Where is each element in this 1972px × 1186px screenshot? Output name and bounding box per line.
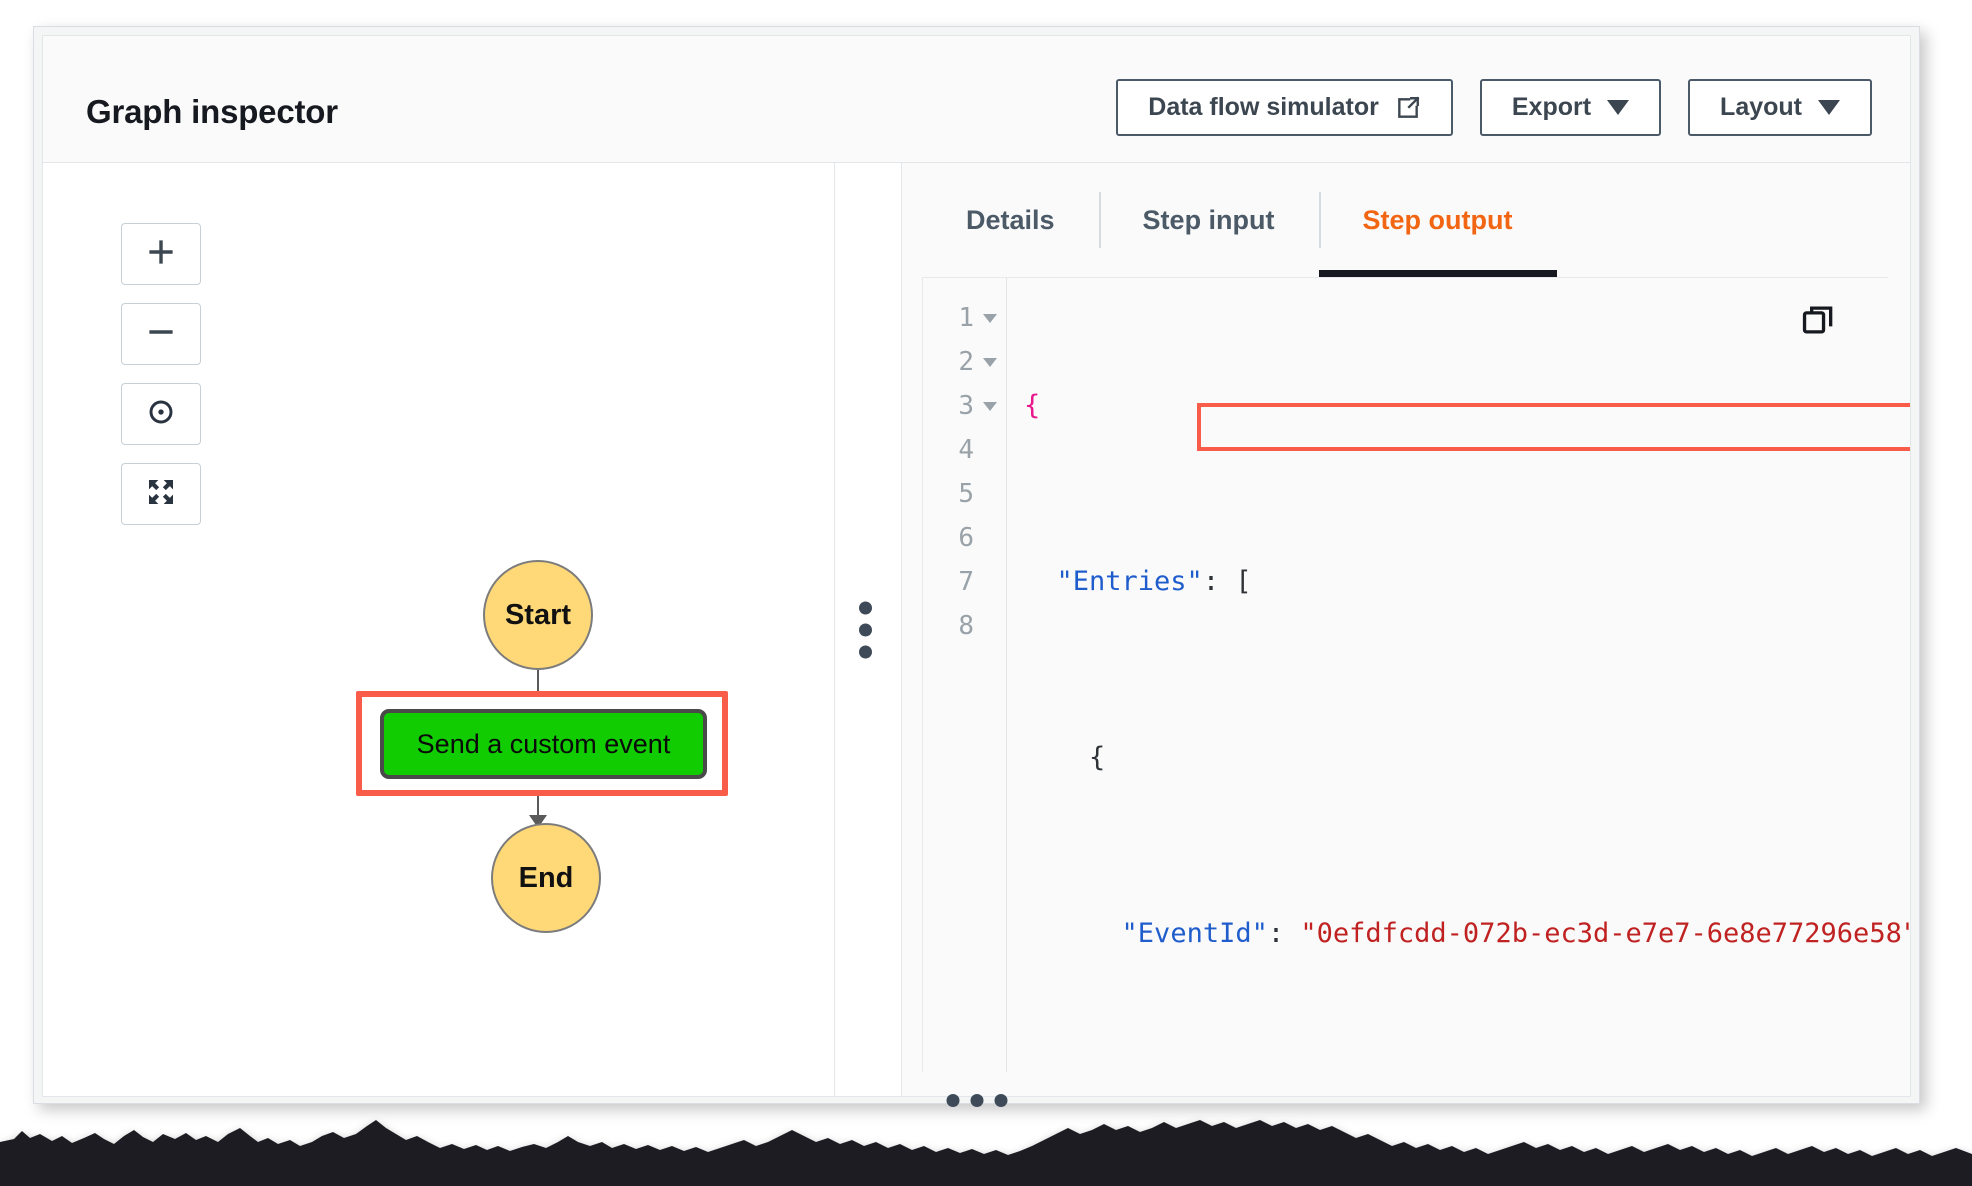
panel-splitter[interactable] — [835, 163, 902, 1096]
line-number-row: 1 — [923, 296, 1006, 340]
code-token-brace: } — [1089, 1094, 1105, 1096]
line-number: 6 — [958, 523, 974, 553]
code-token-punct: : — [1267, 918, 1301, 949]
graph-inspector-card: Graph inspector Data flow simulator — [42, 35, 1911, 1097]
tab-details-label: Details — [966, 204, 1055, 235]
code-line-4: "EventId": "0efdfcdd-072b-ec3d-e7e7-6e8e… — [1024, 912, 1910, 956]
fold-arrow-icon[interactable] — [983, 313, 997, 323]
tab-step-output[interactable]: Step output — [1318, 163, 1557, 277]
fold-arrow-icon[interactable] — [983, 357, 997, 367]
line-number: 8 — [958, 611, 974, 641]
graph-panel: Start Send a custom event End — [43, 163, 835, 1096]
data-flow-simulator-label: Data flow simulator — [1148, 93, 1379, 121]
graph-node-start[interactable]: Start — [483, 560, 593, 670]
detail-tabs: Details Step input Step output — [902, 163, 1910, 277]
external-link-icon — [1395, 95, 1421, 121]
splitter-drag-handle[interactable] — [859, 601, 872, 658]
page-title: Graph inspector — [86, 93, 338, 130]
code-viewer: 1 2 3 — [922, 277, 1910, 1096]
tab-step-output-label: Step output — [1362, 204, 1513, 235]
plus-icon — [144, 235, 178, 274]
line-number-row: 8 — [923, 604, 1006, 648]
graph-node-task-label: Send a custom event — [416, 728, 671, 759]
zoom-in-button[interactable] — [121, 223, 201, 285]
detail-panel: Details Step input Step output — [902, 163, 1910, 1096]
handle-dot — [859, 623, 872, 636]
data-flow-simulator-button[interactable]: Data flow simulator — [1116, 79, 1453, 136]
center-graph-button[interactable] — [121, 383, 201, 445]
line-number-row: 7 — [923, 560, 1006, 604]
graph-node-task[interactable]: Send a custom event — [380, 709, 707, 779]
copy-icon[interactable] — [1796, 298, 1840, 342]
layout-button[interactable]: Layout — [1688, 79, 1872, 136]
line-number-row: 6 — [923, 516, 1006, 560]
edge-task-to-end — [537, 779, 539, 827]
graph-node-end-label: End — [518, 861, 574, 894]
handle-dot — [946, 1094, 959, 1107]
graph-canvas[interactable]: Start Send a custom event End — [43, 163, 834, 1096]
fit-to-screen-button[interactable] — [121, 463, 201, 525]
handle-dot — [859, 601, 872, 614]
chevron-down-icon — [1607, 100, 1630, 115]
line-number: 3 — [958, 391, 974, 421]
code-token-punct: : [ — [1202, 566, 1252, 597]
export-label: Export — [1511, 93, 1592, 121]
panel-header: Graph inspector Data flow simulator — [43, 36, 1910, 163]
inspector-body: Start Send a custom event End — [43, 163, 1910, 1096]
code-token-key: "EventId" — [1121, 918, 1268, 949]
code-token-brace: { — [1024, 390, 1041, 421]
handle-dot — [970, 1094, 983, 1107]
step-output-code-area: 1 2 3 — [902, 277, 1910, 1096]
edge-start-to-task — [537, 668, 539, 710]
graph-node-start-label: Start — [504, 598, 572, 631]
line-number-row: 3 — [923, 384, 1006, 428]
line-number: 4 — [958, 435, 974, 465]
code-line-5: } — [1024, 1088, 1910, 1096]
tab-details[interactable]: Details — [922, 163, 1099, 277]
target-icon — [145, 396, 177, 433]
tab-step-input-label: Step input — [1142, 204, 1275, 235]
code-token-brace: { — [1089, 742, 1106, 773]
code-text[interactable]: { "Entries": [ { "EventId": "0efdfcdd-07… — [1007, 278, 1910, 1096]
code-line-3: { — [1024, 736, 1910, 780]
tab-step-input[interactable]: Step input — [1098, 163, 1319, 277]
line-number: 5 — [958, 479, 974, 509]
chevron-down-icon — [1818, 100, 1840, 115]
line-number-row: 4 — [923, 428, 1006, 472]
fold-arrow-icon[interactable] — [983, 401, 997, 411]
header-actions: Data flow simulator Export — [1116, 79, 1872, 136]
line-number: 2 — [958, 347, 974, 377]
graph-zoom-controls — [121, 223, 201, 525]
line-number-row: 5 — [923, 472, 1006, 516]
handle-dot — [994, 1094, 1007, 1107]
code-body: 1 2 3 — [923, 278, 1910, 1096]
minus-icon — [144, 315, 178, 354]
line-number: 1 — [958, 303, 974, 333]
handle-dot — [859, 645, 872, 658]
export-button[interactable]: Export — [1479, 79, 1662, 136]
zoom-out-button[interactable] — [121, 303, 201, 365]
code-line-2: "Entries": [ — [1024, 560, 1910, 604]
bottom-drag-handle[interactable] — [946, 1094, 1007, 1107]
line-number: 7 — [958, 567, 974, 597]
code-token-key: "Entries" — [1056, 566, 1203, 597]
code-token-event-id: "0efdfcdd-072b-ec3d-e7e7-6e8e77296e58" — [1300, 918, 1910, 949]
code-gutter: 1 2 3 — [923, 278, 1007, 1072]
graph-inspector-window: Graph inspector Data flow simulator — [33, 26, 1920, 1107]
expand-icon — [145, 476, 177, 513]
graph-node-end[interactable]: End — [491, 823, 601, 933]
line-number-row: 2 — [923, 340, 1006, 384]
layout-label: Layout — [1720, 93, 1802, 121]
code-line-1: { — [1024, 384, 1910, 428]
